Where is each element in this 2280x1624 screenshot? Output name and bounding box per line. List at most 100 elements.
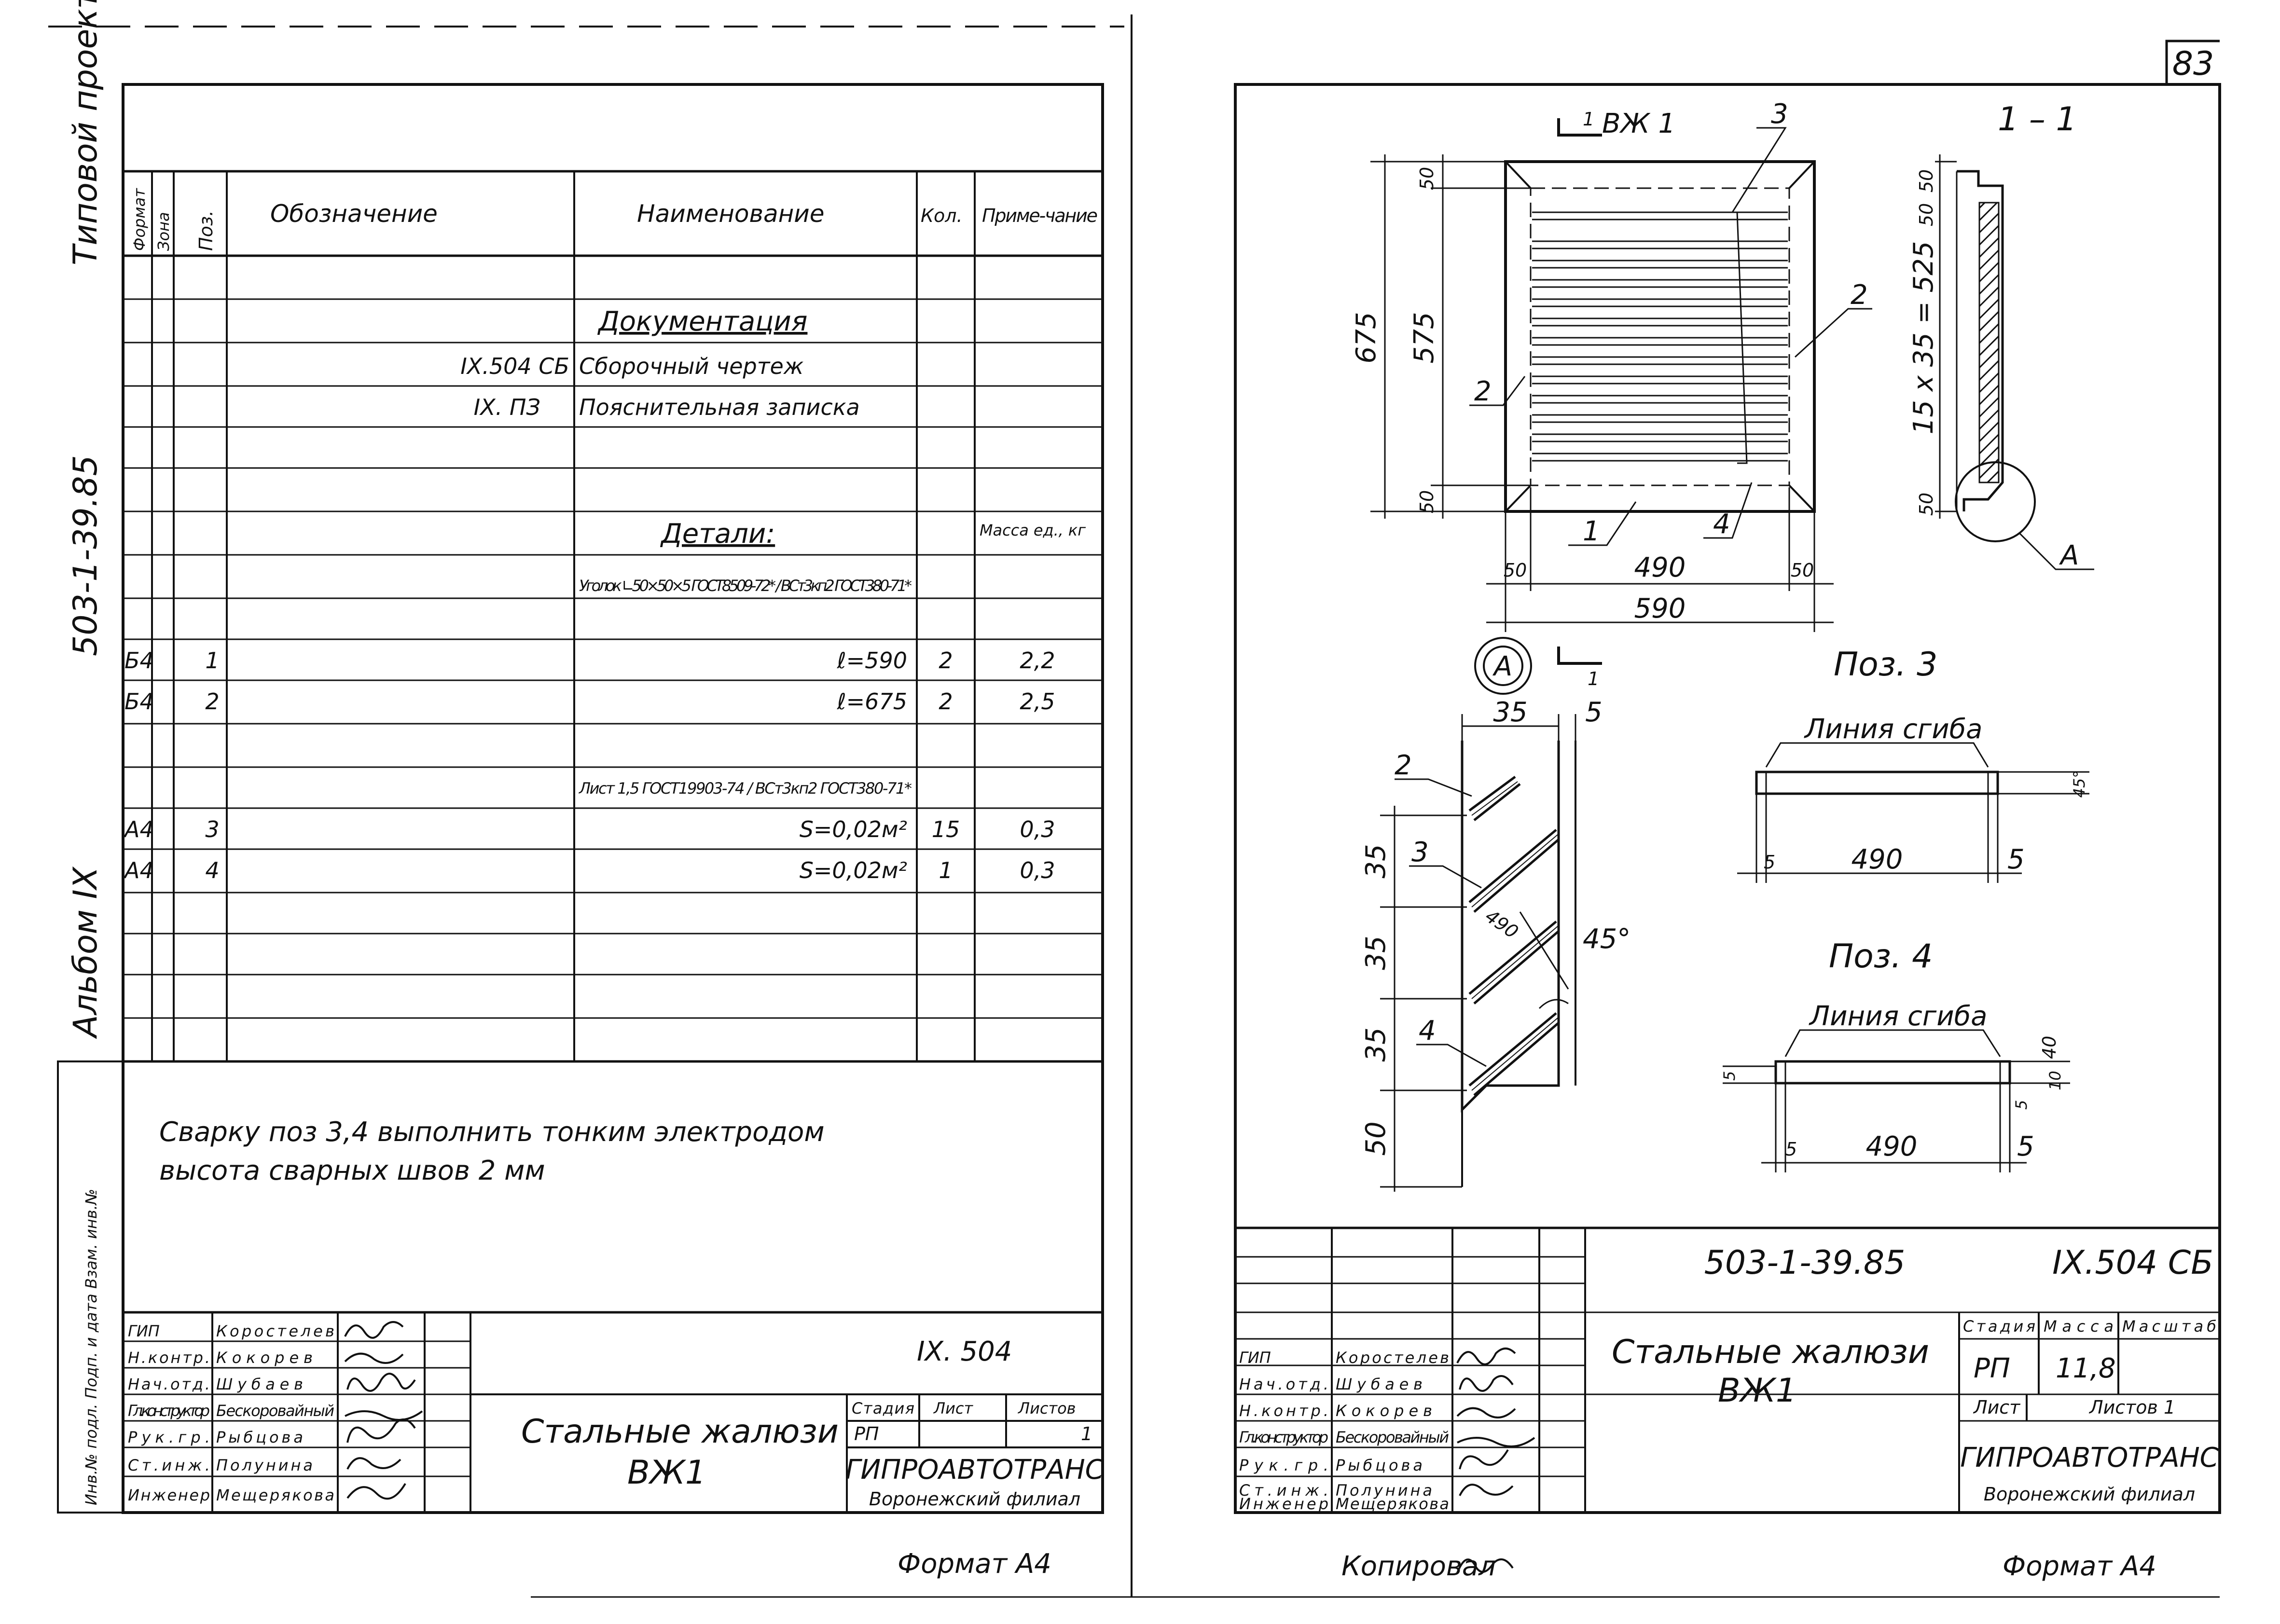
dim-50-bottom: 50 xyxy=(1416,490,1437,513)
right-frame xyxy=(1234,83,2221,1514)
section-1-1: 1 – 1 15 x 35 = 525 50 50 50 А xyxy=(1908,100,2094,571)
lt-org-2: Воронежский филиал xyxy=(869,1488,1080,1510)
pos3-bend-line: Линия сгиба xyxy=(1804,714,1982,745)
row-mass-note: Масса ед., кг xyxy=(980,521,1086,539)
rt-name-2: Кокорев xyxy=(1336,1402,1432,1420)
hdr-name: Наименование xyxy=(637,200,825,228)
row3-qty: 15 xyxy=(932,816,960,842)
rt-name-1: Шубаев xyxy=(1336,1375,1423,1393)
row4-format: А4 xyxy=(123,857,154,883)
lt-role-5: Ст.инж. xyxy=(128,1456,210,1474)
rt-name-6: Мещерякова xyxy=(1336,1495,1449,1513)
row-pz-code: IX. ПЗ xyxy=(474,394,540,420)
pos3-dim-45: 45° xyxy=(2070,771,2088,798)
lt-sheets-h: Листов xyxy=(1018,1399,1076,1418)
pos4-dim-5-small: 5 xyxy=(2012,1100,2031,1110)
rt-role-5: Ст.инж. xyxy=(1239,1481,1328,1500)
dim-50-left: 50 xyxy=(1504,560,1527,581)
dim-490: 490 xyxy=(1634,552,1686,583)
side-stamp-box xyxy=(57,1060,124,1514)
node-pos-3: 3 xyxy=(1411,837,1429,868)
node-detail: 35 5 35 35 35 50 490 45° 2 3 4 xyxy=(1360,697,1631,1192)
hdr-format: Формат xyxy=(130,188,149,251)
row1-format: Б4 xyxy=(124,647,154,674)
section-label: 1 – 1 xyxy=(1998,100,2077,138)
lt-name-0: Коростелев xyxy=(216,1322,334,1340)
dim-575: 575 xyxy=(1409,312,1440,364)
rt-scale-h: Масштаб xyxy=(2122,1317,2216,1335)
pos-4-label: 4 xyxy=(1713,509,1730,540)
row-sheet: Лист 1,5 ГОСТ19903-74 / ВСт3кп2 ГОСТ380-… xyxy=(579,779,912,798)
rt-doc-mark: IX.504 СБ xyxy=(2052,1244,2213,1282)
rt-sheets-h: Листов 1 xyxy=(2088,1397,2175,1418)
lt-role-3: Гл.конструктор xyxy=(128,1402,210,1420)
right-title-block: ГИП Нач.отд. Н.контр. Гл.конструктор Рук… xyxy=(1235,1226,2220,1513)
dim-50-right: 50 xyxy=(1791,560,1814,581)
node-a-label: А xyxy=(2059,540,2079,571)
row2-len: ℓ=675 xyxy=(837,688,907,715)
dim-50-top: 50 xyxy=(1416,167,1437,190)
rt-stage: РП xyxy=(1974,1353,2010,1384)
row-sb-code: IX.504 СБ xyxy=(460,353,569,379)
right-signatures xyxy=(1456,1348,1535,1496)
dim-50-s1: 50 xyxy=(1916,169,1937,193)
lt-name-2: Шубаев xyxy=(216,1375,303,1393)
lt-title-2: ВЖ1 xyxy=(627,1454,706,1492)
rt-name-0: Коростелев xyxy=(1336,1349,1449,1367)
lt-stage-h: Стадия xyxy=(852,1399,914,1418)
hdr-designation: Обозначение xyxy=(270,200,438,228)
lt-role-1: Н.контр. xyxy=(128,1349,210,1367)
elevation-view: 1 ВЖ 1 xyxy=(1351,98,1872,695)
dim-35-top: 35 xyxy=(1493,697,1527,728)
row1-pos: 1 xyxy=(205,647,219,674)
pos4-dim-5-right: 5 xyxy=(2017,1131,2034,1162)
hdr-zone: Зона xyxy=(154,212,173,251)
rt-title-2: ВЖ1 xyxy=(1718,1372,1796,1410)
row4-pos: 4 xyxy=(205,857,219,883)
pos3-detail: Поз. 3 Линия сгиба 490 5 5 45° xyxy=(1737,646,2089,883)
view-mark: ВЖ 1 xyxy=(1602,108,1675,139)
dim-490-node: 490 xyxy=(1481,905,1522,943)
rt-doc-code: 503-1-39.85 xyxy=(1704,1244,1906,1282)
dim-675: 675 xyxy=(1351,312,1382,364)
left-signatures xyxy=(344,1321,423,1500)
row-angle: Уголок ∟50×50×5 ГОСТ8509-72* / ВСт3кп2 Г… xyxy=(579,577,912,595)
lt-role-2: Нач.отд. xyxy=(128,1375,210,1393)
lt-role-0: ГИП xyxy=(128,1322,160,1340)
spec-rows: Документация IX.504 СБ Сборочный чертеж … xyxy=(123,306,1086,883)
pos4-dim-5-left: 5 xyxy=(1785,1139,1797,1160)
dim-35-a: 35 xyxy=(1360,844,1392,878)
dim-35-b: 35 xyxy=(1360,936,1392,970)
louvre-slats xyxy=(1532,211,1788,462)
rt-org-2: Воронежский филиал xyxy=(1984,1484,2195,1505)
pos3-dim-490: 490 xyxy=(1852,844,1903,875)
rt-role-1: Нач.отд. xyxy=(1239,1375,1328,1393)
rt-role-0: ГИП xyxy=(1239,1349,1271,1367)
pos3-dim-5-left: 5 xyxy=(1764,852,1775,873)
side-stamp: Инв.№ подл. Подп. и дата Взам. инв.№ xyxy=(82,1189,100,1505)
rt-role-2: Н.контр. xyxy=(1239,1402,1328,1420)
row-sb-name: Сборочный чертеж xyxy=(579,353,804,379)
hdr-pos: Поз. xyxy=(195,210,217,251)
lt-name-1: Кокорев xyxy=(216,1349,313,1367)
node-pos-4: 4 xyxy=(1419,1015,1436,1046)
dim-590: 590 xyxy=(1634,593,1686,624)
row4-mass: 0,3 xyxy=(1020,857,1055,883)
row1-len: ℓ=590 xyxy=(837,647,907,674)
lt-role-6: Инженер xyxy=(128,1486,210,1504)
copied-by: Копировал xyxy=(1341,1551,1496,1582)
rt-role-4: Рук.гр. xyxy=(1239,1456,1328,1474)
pos4-dim-5-side: 5 xyxy=(1720,1071,1739,1081)
hdr-qty: Кол. xyxy=(921,205,963,226)
lt-name-6: Мещерякова xyxy=(216,1486,334,1504)
hdr-note: Приме-чание xyxy=(982,205,1098,226)
rt-stage-h: Стадия xyxy=(1963,1317,2035,1335)
side-title: Альбом IX 503-1-39.85 Типовой проект xyxy=(67,0,105,1039)
row-pz-name: Пояснительная записка xyxy=(579,394,860,420)
side-code: 503-1-39.85 xyxy=(67,455,105,656)
pos4-detail: Поз. 4 Линия сгиба 490 5 5 5 40 10 5 xyxy=(1720,937,2070,1172)
page-number-box xyxy=(2165,40,2220,84)
row4-qty: 1 xyxy=(939,857,953,883)
rt-sheet-h: Лист xyxy=(1973,1397,2021,1418)
